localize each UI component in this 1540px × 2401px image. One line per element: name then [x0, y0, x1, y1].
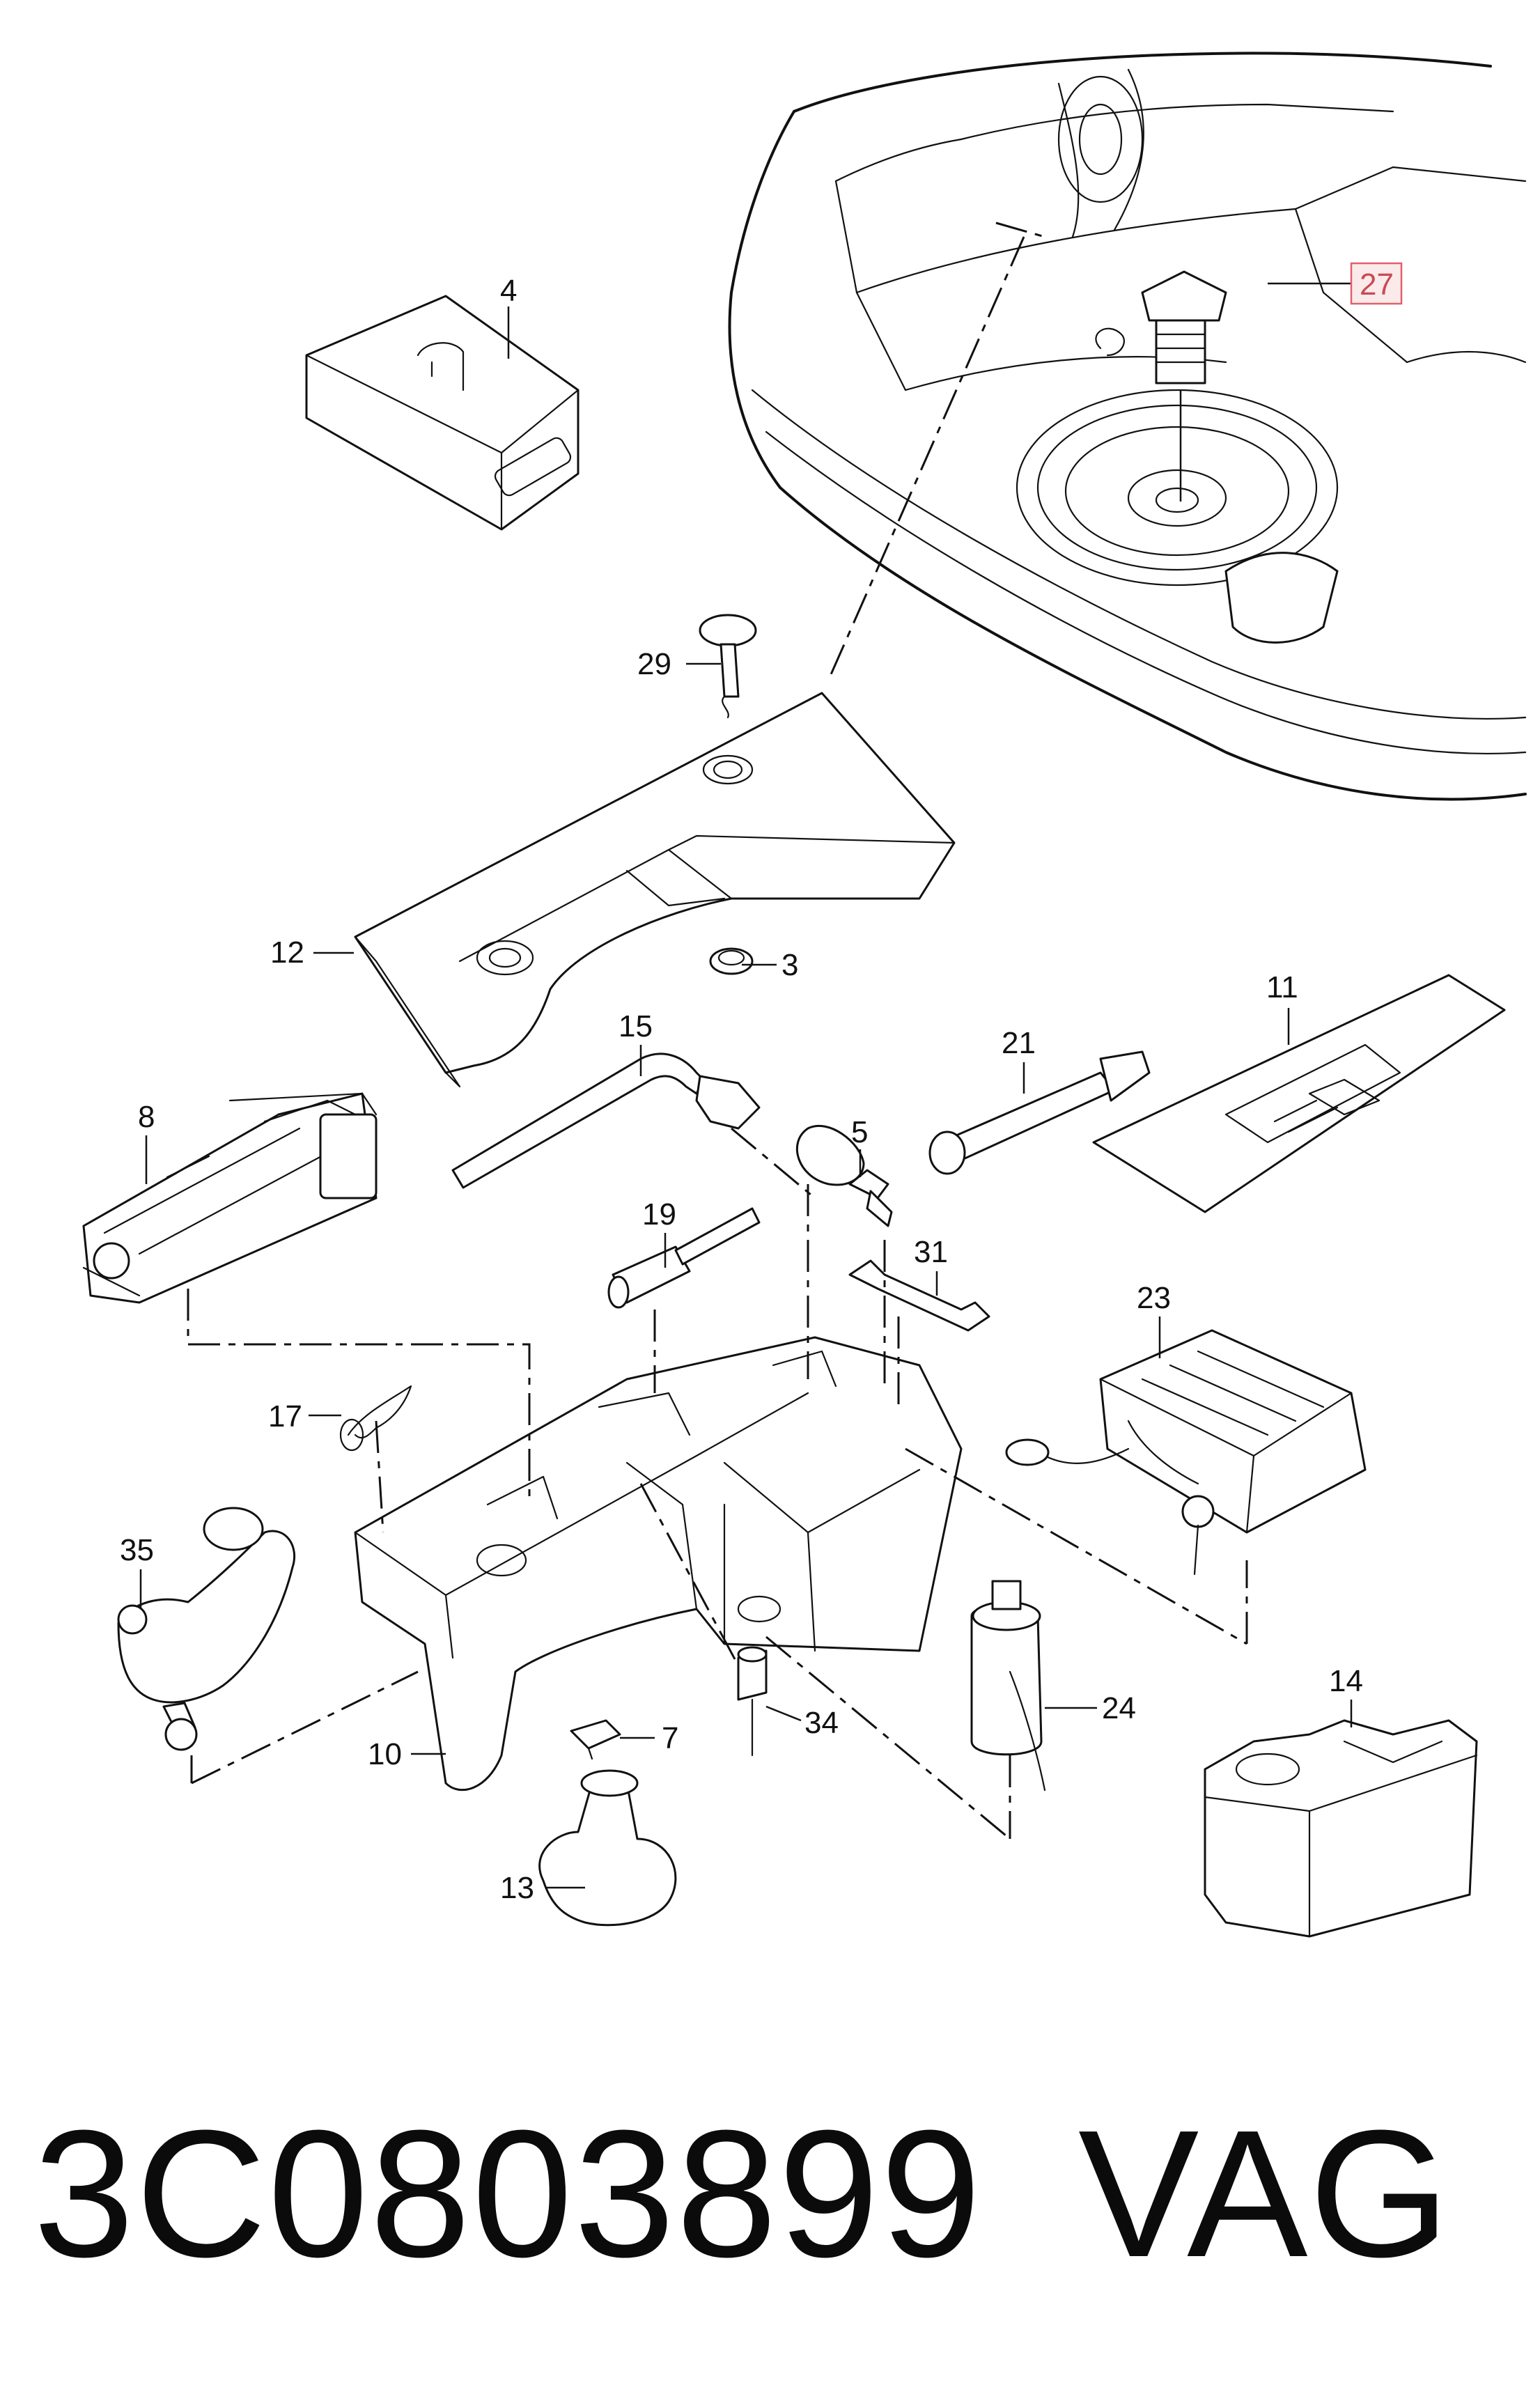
callout-24: 24 — [1102, 1691, 1136, 1725]
callout-29: 29 — [637, 647, 671, 681]
part-13-holder — [538, 1769, 677, 1927]
callout-labels: 4 27 29 12 3 11 15 21 8 5 19 31 23 17 35… — [120, 262, 1403, 1905]
part-23-compressor — [1005, 1329, 1367, 1576]
callout-12: 12 — [270, 935, 304, 970]
part-8-jack — [82, 1092, 378, 1304]
callout-21: 21 — [1002, 1026, 1036, 1060]
part-17-clip — [339, 1385, 412, 1452]
part-35-towing-hook — [117, 1507, 296, 1751]
callout-27-highlight-box — [1350, 262, 1403, 305]
part-7-clip-nut — [570, 1719, 621, 1760]
part-5-towing-eye — [795, 1124, 893, 1227]
part-24-sealant-bottle — [970, 1580, 1046, 1839]
callout-3: 3 — [781, 948, 798, 982]
callout-11: 11 — [1266, 970, 1298, 1004]
part-4-tool-bag — [305, 295, 580, 531]
part-11-info-sheet — [1092, 974, 1506, 1213]
brand-caption: VAG — [1078, 2093, 1452, 2295]
part-12-floor-panel — [354, 692, 956, 1088]
callout-19: 19 — [642, 1197, 676, 1231]
callout-5: 5 — [851, 1115, 868, 1149]
relation-lines — [187, 1184, 1248, 1840]
callout-34: 34 — [804, 1706, 839, 1740]
callout-35: 35 — [120, 1533, 154, 1567]
part-19-screwdriver — [607, 1207, 761, 1309]
callout-17: 17 — [268, 1399, 302, 1433]
callout-4: 4 — [500, 274, 517, 308]
part-15-wheel-brace — [451, 1052, 816, 1199]
car-trunk-illustration — [728, 52, 1527, 801]
part-34-valve — [737, 1646, 768, 1757]
callout-13: 13 — [500, 1871, 534, 1905]
part-10-tool-tray — [354, 1336, 963, 1792]
part-31-spanner — [848, 1259, 990, 1332]
part-14-foam-insert — [1204, 1719, 1478, 1938]
part-29-fastener — [699, 614, 757, 719]
callout-7: 7 — [662, 1721, 678, 1755]
callout-14: 14 — [1329, 1664, 1363, 1698]
part-3-grommet — [709, 947, 754, 975]
callout-27: 27 — [1360, 267, 1394, 302]
callout-10: 10 — [368, 1737, 402, 1771]
callout-15: 15 — [619, 1009, 653, 1043]
callout-23: 23 — [1137, 1281, 1171, 1315]
part-number-caption: 3C0803899 — [33, 2093, 983, 2295]
callout-8: 8 — [138, 1100, 155, 1134]
callout-31: 31 — [914, 1235, 948, 1269]
leader-lines — [139, 282, 1353, 1889]
part-21-extension — [928, 1050, 1151, 1175]
